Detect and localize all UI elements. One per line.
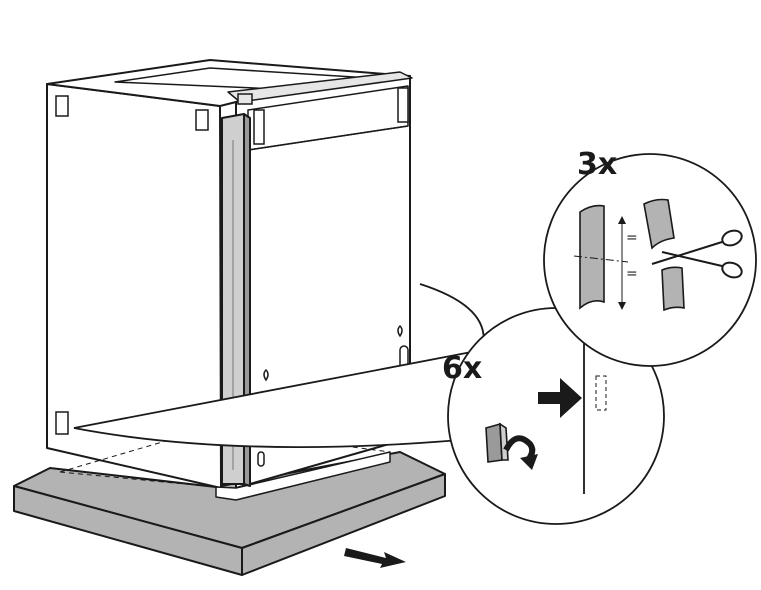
callout-attach: 6x	[73, 283, 665, 525]
cut-count: 3x	[577, 147, 617, 182]
cut-guide-line	[573, 255, 629, 263]
equal-mark-bottom: =	[626, 266, 638, 282]
hook-icon	[263, 368, 269, 382]
plinth-right-edge	[241, 473, 446, 576]
curved-arrow-head	[520, 454, 538, 470]
bracket-front-right	[397, 87, 409, 123]
attach-count: 6x	[442, 351, 482, 386]
bracket-top-rail	[237, 93, 253, 105]
equal-mark-top: =	[626, 230, 638, 246]
adhesive-strip-piece	[485, 422, 509, 463]
callout-cut: = = 3x	[543, 147, 757, 367]
bracket-bottom-left	[55, 411, 69, 435]
strip-cut-pieces	[643, 198, 685, 312]
arrow-down-right-icon	[344, 548, 406, 568]
scissors-icon	[651, 229, 743, 279]
trim-strip-edge	[243, 113, 251, 487]
placement-mark	[595, 375, 607, 411]
slot-bottom	[257, 451, 265, 467]
top-rail	[227, 71, 413, 103]
callout-attach-pointer	[73, 283, 485, 448]
bracket-top-mid	[195, 109, 209, 131]
bracket-front-left	[253, 109, 265, 145]
callout-cut-lens	[543, 153, 757, 367]
arrow-right-icon	[538, 378, 582, 418]
base-plinth	[13, 451, 446, 576]
bracket-top-left	[55, 95, 69, 117]
corner-brackets	[55, 87, 409, 435]
dimension-marks	[618, 216, 626, 310]
hook-icon	[397, 324, 403, 338]
front-kick	[215, 451, 391, 501]
strip-full	[579, 204, 605, 310]
